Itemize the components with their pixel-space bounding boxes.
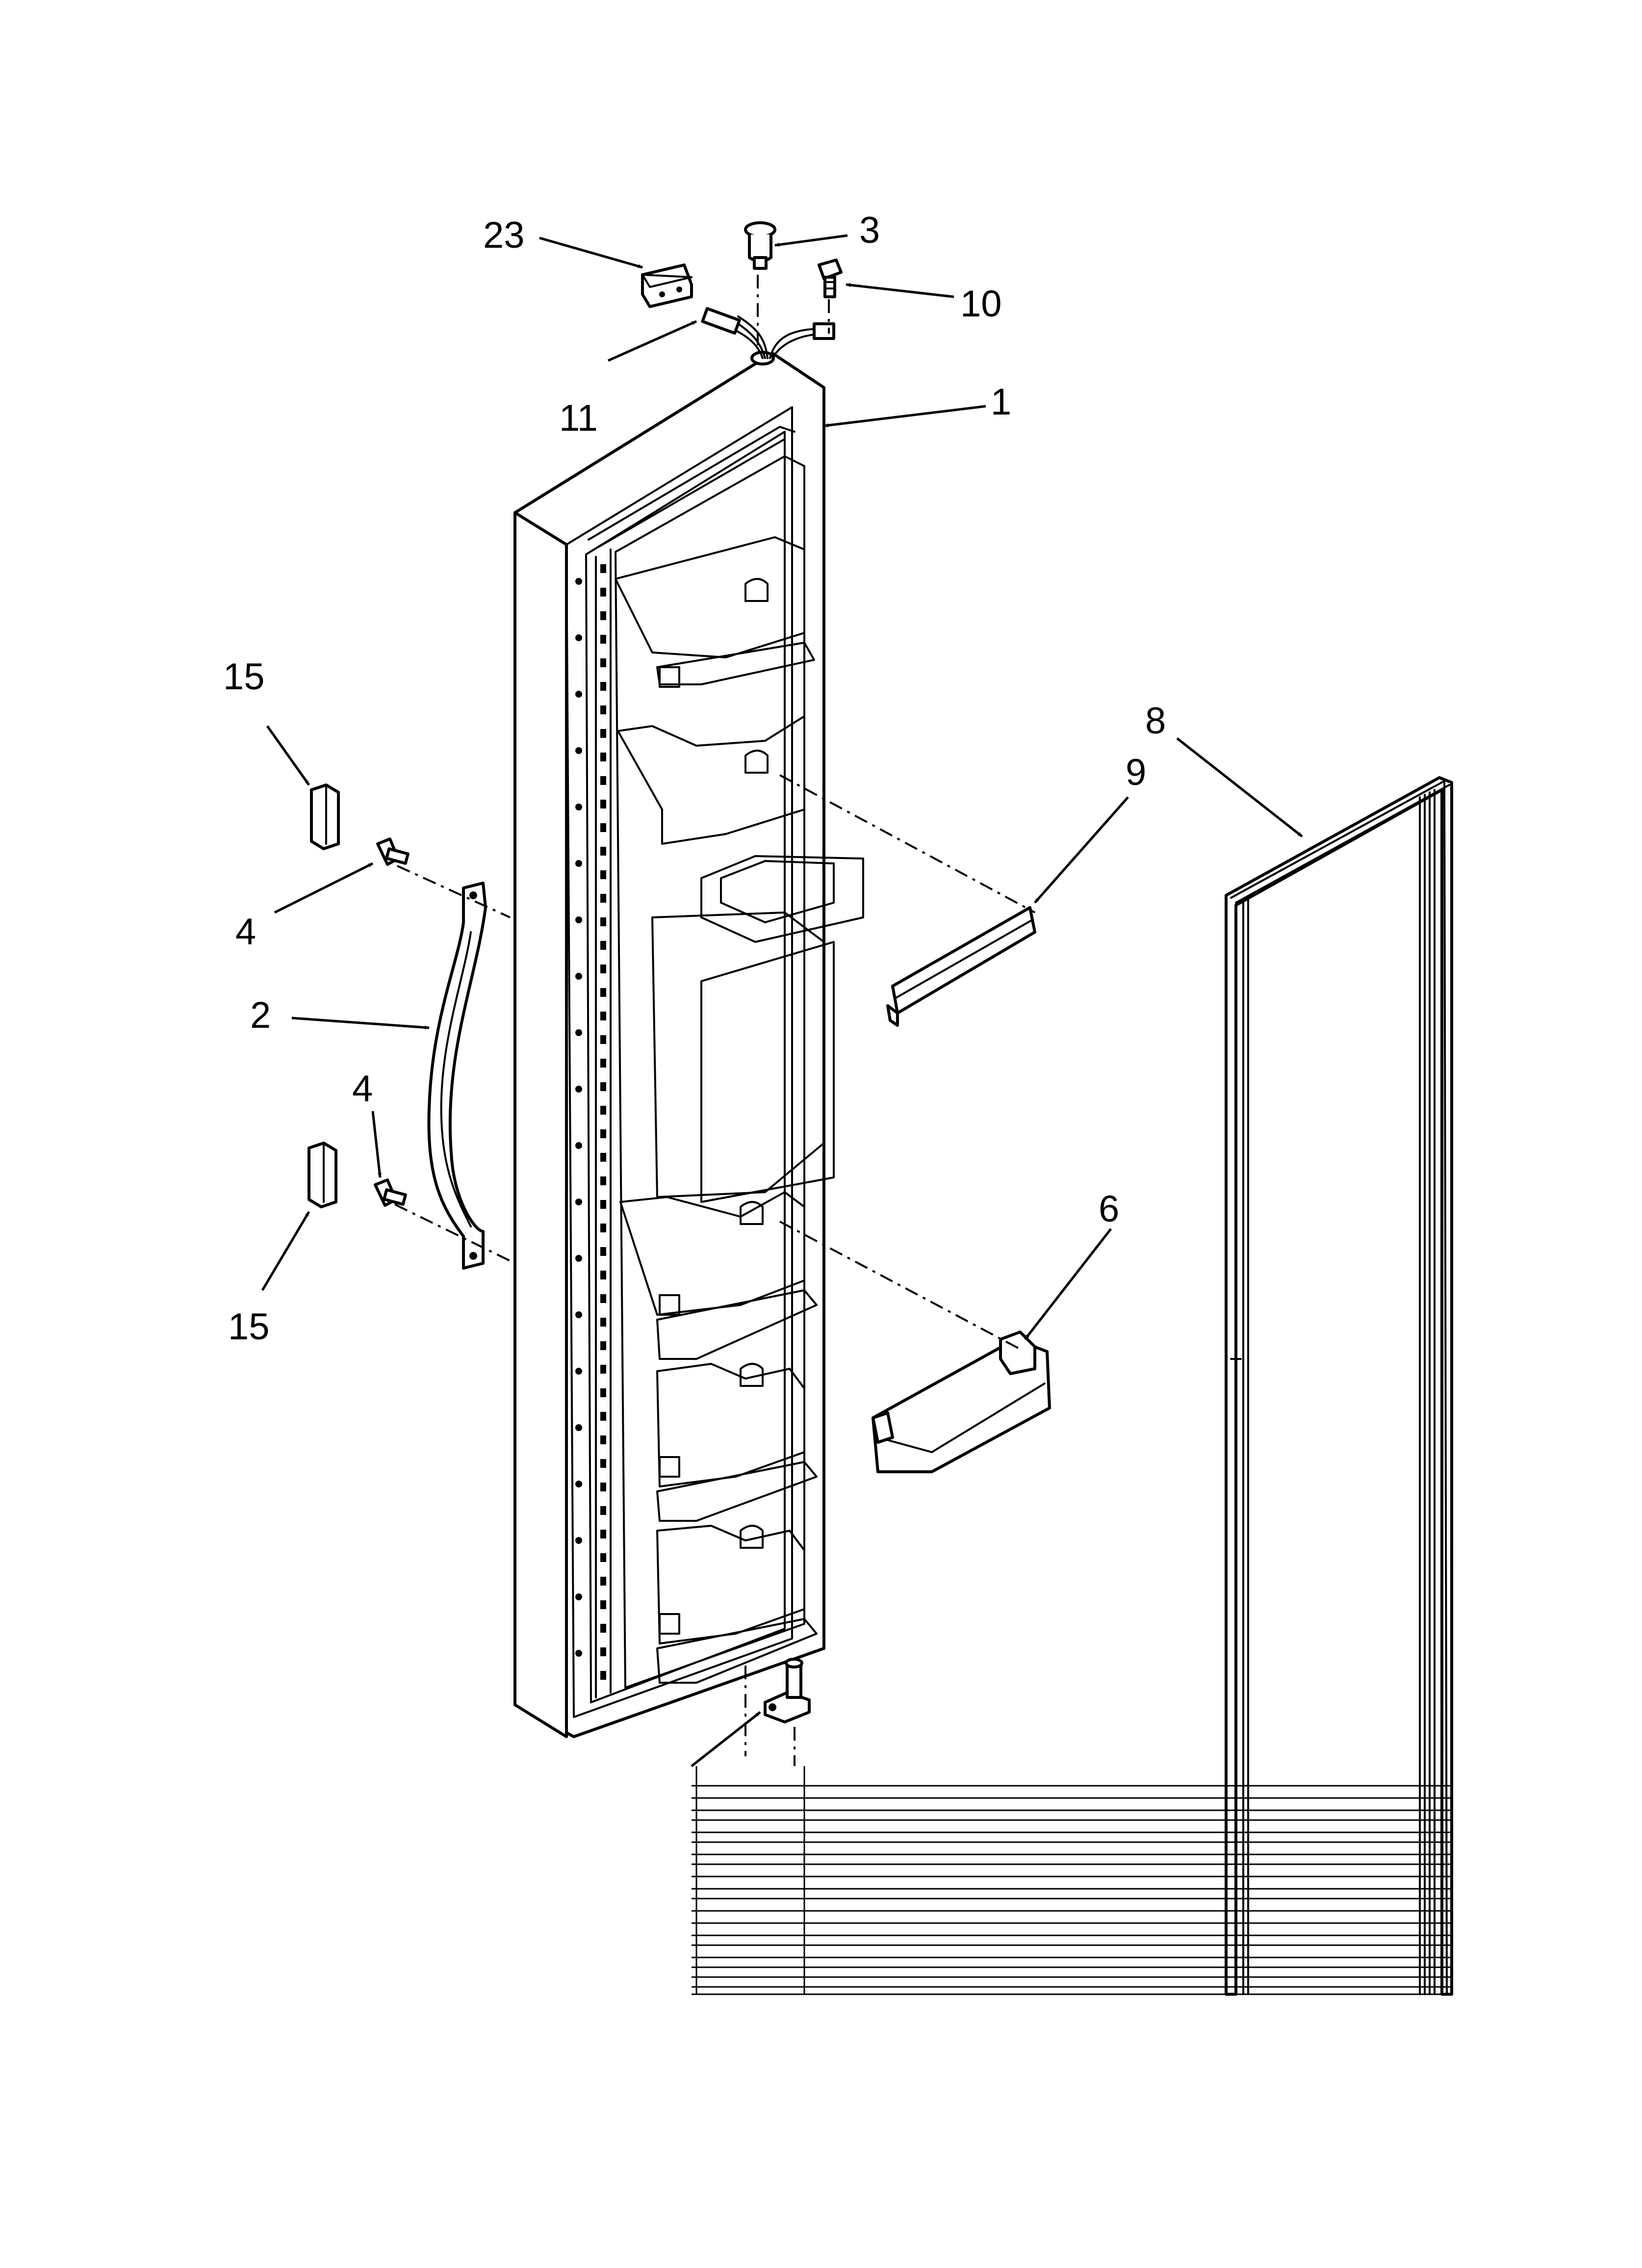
leader-arrows [261,234,1303,1767]
scan-artifact-band [692,1766,1452,1995]
callout-4-upper: 4 [235,911,256,953]
door-gasket [1225,776,1453,1996]
hinge-screw [818,259,843,298]
callout-15-upper: 15 [223,656,265,698]
callout-4-lower: 4 [352,1068,373,1110]
door-screw-holes [575,578,582,1657]
wire-harness [701,307,835,359]
callout-2: 2 [250,994,271,1036]
callout-23: 23 [483,214,525,256]
light-socket [744,221,776,270]
door-shelf-bin [872,1330,1051,1473]
callout-10: 10 [960,283,1002,325]
handle-cap-upper [310,783,340,850]
handle-cap-lower [308,1142,337,1208]
callout-1: 1 [991,381,1011,423]
callout-6: 6 [1099,1188,1119,1230]
connector-housing [641,263,693,308]
callout-11: 11 [559,397,598,439]
callout-15-lower: 15 [228,1306,270,1348]
bottom-hinge [764,1658,811,1723]
handle-screw-lower [374,1178,407,1207]
door-handle [427,882,487,1270]
lower-door-bins [619,1191,818,1684]
callout-8: 8 [1145,700,1166,742]
retainer-trim [886,906,1036,1027]
callout-9: 9 [1126,752,1146,793]
door-assembly [513,351,864,1738]
handle-screw-upper [376,837,410,866]
callout-3: 3 [859,209,880,251]
assembly-lines [394,275,1035,1766]
callout-labels: 23 3 10 11 1 15 4 2 4 15 8 9 6 [223,209,1166,1348]
